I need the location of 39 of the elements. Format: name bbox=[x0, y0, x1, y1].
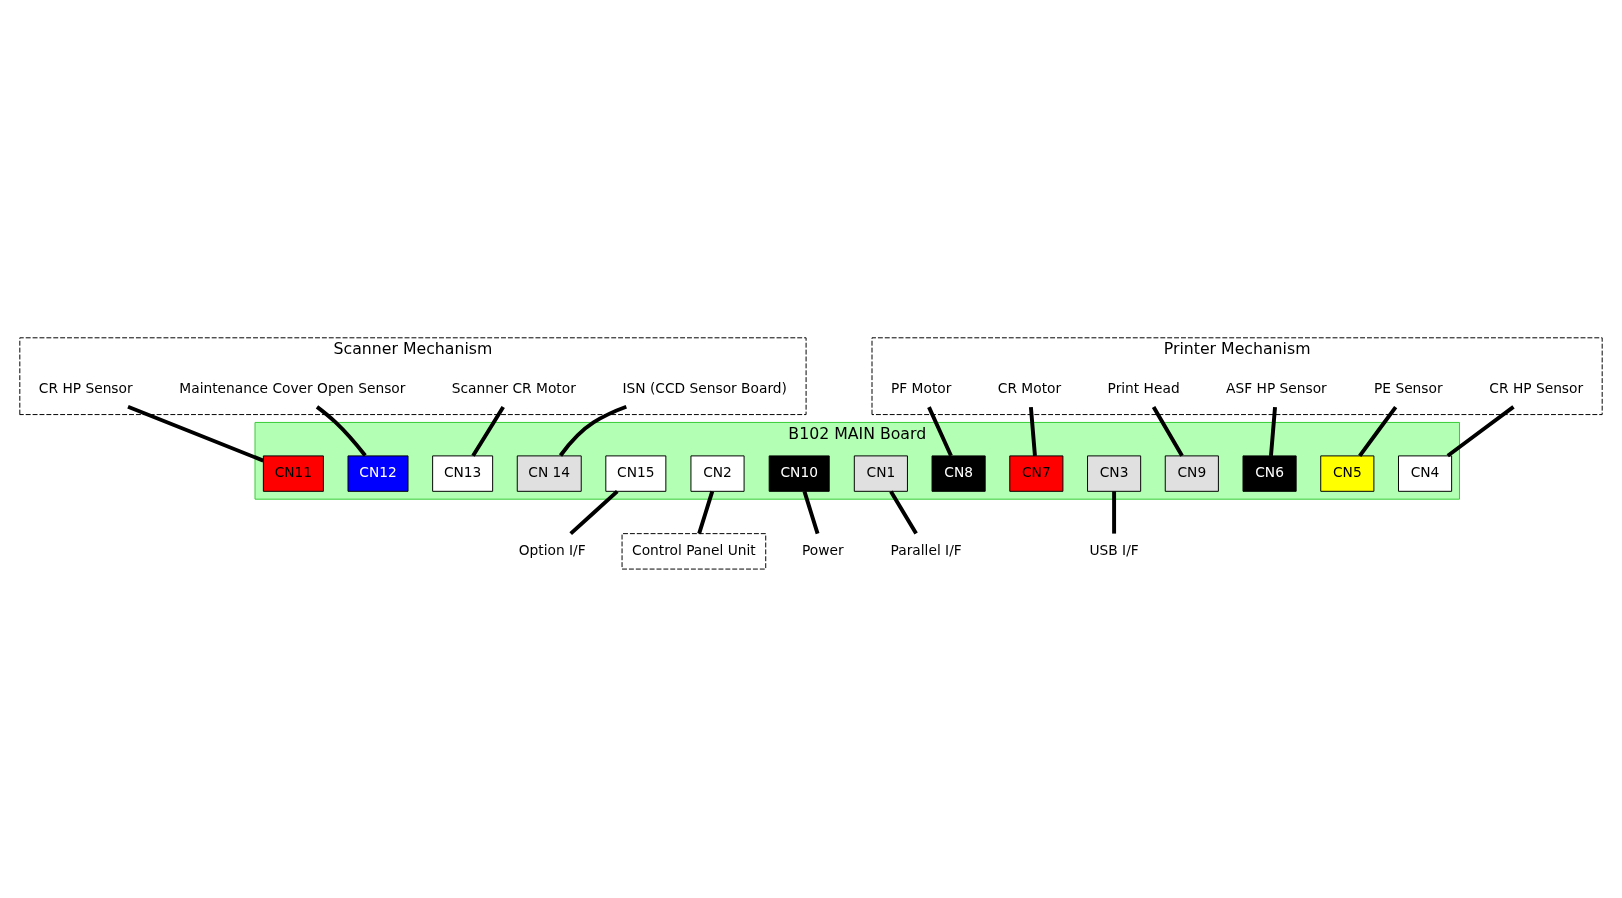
node-box: CN2 bbox=[690, 454, 745, 492]
node-box: CN13 bbox=[432, 454, 494, 492]
connector bbox=[1028, 406, 1037, 456]
node-text: Option I/F bbox=[518, 541, 586, 558]
node-box: CN11 bbox=[262, 454, 324, 492]
node-box: CN9 bbox=[1164, 454, 1219, 492]
connector bbox=[1269, 406, 1277, 456]
node-box: CN4 bbox=[1398, 454, 1453, 492]
connector bbox=[127, 404, 264, 462]
connector bbox=[569, 489, 619, 535]
connector bbox=[697, 490, 715, 534]
node-box: CN15 bbox=[605, 454, 667, 492]
node-box: CN6 bbox=[1242, 454, 1297, 492]
node-text: Power bbox=[802, 541, 844, 558]
node-text: CR HP Sensor bbox=[1489, 379, 1584, 396]
node-box: CN5 bbox=[1320, 454, 1375, 492]
connector bbox=[889, 489, 918, 535]
node-text: Maintenance Cover Open Sensor bbox=[179, 379, 406, 396]
node-text: CR HP Sensor bbox=[38, 379, 133, 396]
connector bbox=[1112, 490, 1117, 534]
node-box: CN 14 bbox=[516, 454, 582, 492]
node-text: Parallel I/F bbox=[890, 541, 962, 558]
node-text: Print Head bbox=[1107, 379, 1180, 396]
node-box: CN1 bbox=[853, 454, 908, 492]
node-text: USB I/F bbox=[1089, 541, 1139, 558]
node-box: Control Panel Unit bbox=[621, 532, 767, 570]
connector bbox=[1446, 404, 1515, 457]
node-text: ASF HP Sensor bbox=[1226, 379, 1327, 396]
node-text: PF Motor bbox=[891, 379, 952, 396]
node-box: CN12 bbox=[347, 454, 409, 492]
node-box: CN3 bbox=[1087, 454, 1142, 492]
node-text: Scanner CR Motor bbox=[451, 379, 576, 396]
connector bbox=[802, 490, 820, 534]
node-box: CN8 bbox=[931, 454, 986, 492]
node-box: CN10 bbox=[768, 454, 830, 492]
node-text: ISN (CCD Sensor Board) bbox=[622, 379, 787, 396]
node-text: CR Motor bbox=[997, 379, 1062, 396]
node-text: PE Sensor bbox=[1374, 379, 1443, 396]
node-box: CN7 bbox=[1009, 454, 1064, 492]
